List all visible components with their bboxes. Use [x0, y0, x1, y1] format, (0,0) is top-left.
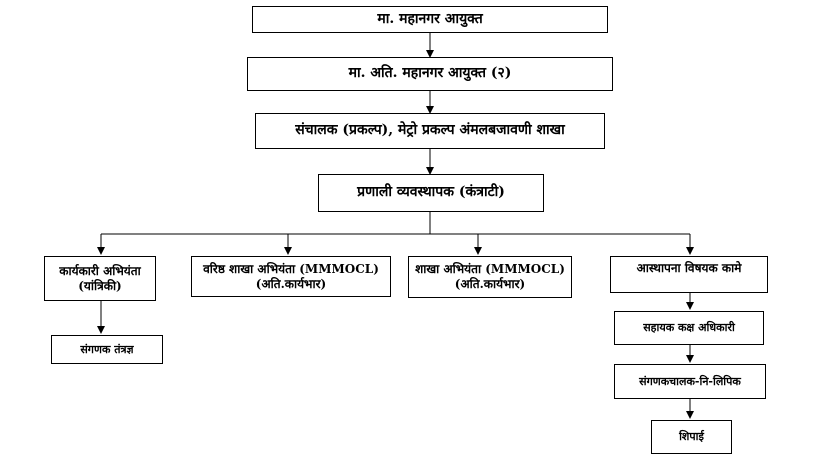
node-system-manager-label: प्रणाली व्यवस्थापक (कंत्राटी) [357, 184, 505, 201]
node-computer-operator-clerk-label: संगणकचालक-नि-लिपिक [639, 374, 741, 388]
node-senior-branch-engineer-line1: वरिष्ठ शाखा अभियंता (MMMOCL) [203, 261, 379, 276]
node-peon-label: शिपाई [679, 430, 704, 444]
node-director-label: संचालक (प्रकल्प), मेट्रो प्रकल्प अंमलबजा… [295, 122, 565, 139]
node-director: संचालक (प्रकल्प), मेट्रो प्रकल्प अंमलबजा… [255, 113, 605, 149]
node-computer-technician: संगणक तंत्रज्ञ [51, 335, 163, 364]
node-senior-branch-engineer: वरिष्ठ शाखा अभियंता (MMMOCL) (अति.कार्यभ… [191, 256, 391, 297]
node-commissioner-label: मा. महानगर आयुक्त [377, 10, 483, 27]
node-branch-engineer-line2: (अति.कार्यभार) [454, 277, 526, 291]
node-exec-engineer-line2: (यांत्रिकी) [78, 278, 122, 293]
node-peon: शिपाई [651, 420, 732, 454]
node-addl-commissioner: मा. अति. महानगर आयुक्त (२) [247, 57, 613, 91]
node-senior-branch-engineer-line2: (अति.कार्यभार) [255, 276, 327, 291]
node-commissioner: मा. महानगर आयुक्त [252, 6, 608, 33]
node-asst-desk-officer-label: सहायक कक्ष अधिकारी [643, 321, 735, 335]
node-establishment-work-label: आस्थापना विषयक कामे [636, 261, 742, 275]
node-system-manager: प्रणाली व्यवस्थापक (कंत्राटी) [318, 174, 544, 212]
node-branch-engineer-line1: शाखा अभियंता (MMMOCL) [415, 262, 565, 276]
node-branch-engineer: शाखा अभियंता (MMMOCL) (अति.कार्यभार) [408, 256, 572, 298]
node-exec-engineer-line1: कार्यकारी अभियंता [59, 263, 141, 278]
node-establishment-work: आस्थापना विषयक कामे [610, 256, 768, 293]
node-asst-desk-officer: सहायक कक्ष अधिकारी [614, 311, 764, 345]
node-computer-technician-label: संगणक तंत्रज्ञ [80, 342, 134, 356]
node-computer-operator-clerk: संगणकचालक-नि-लिपिक [614, 364, 766, 399]
node-exec-engineer: कार्यकारी अभियंता (यांत्रिकी) [44, 256, 156, 301]
node-addl-commissioner-label: मा. अति. महानगर आयुक्त (२) [348, 65, 512, 82]
